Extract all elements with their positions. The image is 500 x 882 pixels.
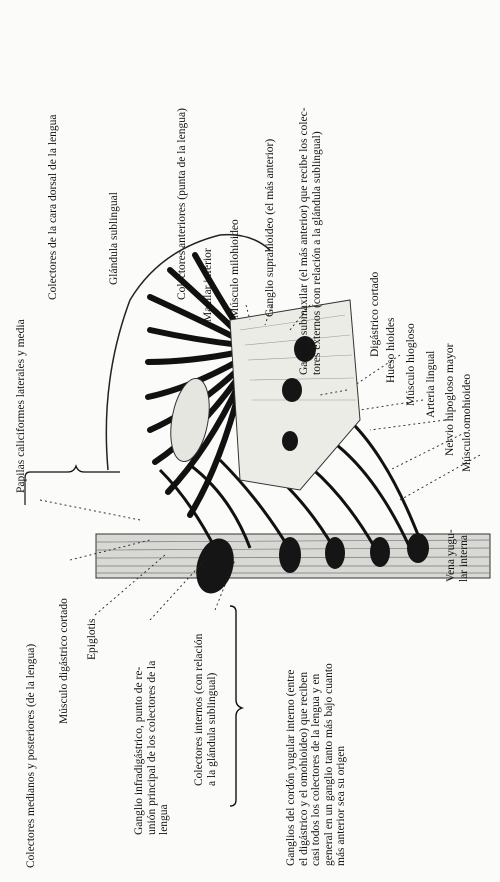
node-group-brace [0, 0, 500, 882]
anatomy-figure-page: Papilas caliciformes laterales y media C… [0, 0, 500, 882]
